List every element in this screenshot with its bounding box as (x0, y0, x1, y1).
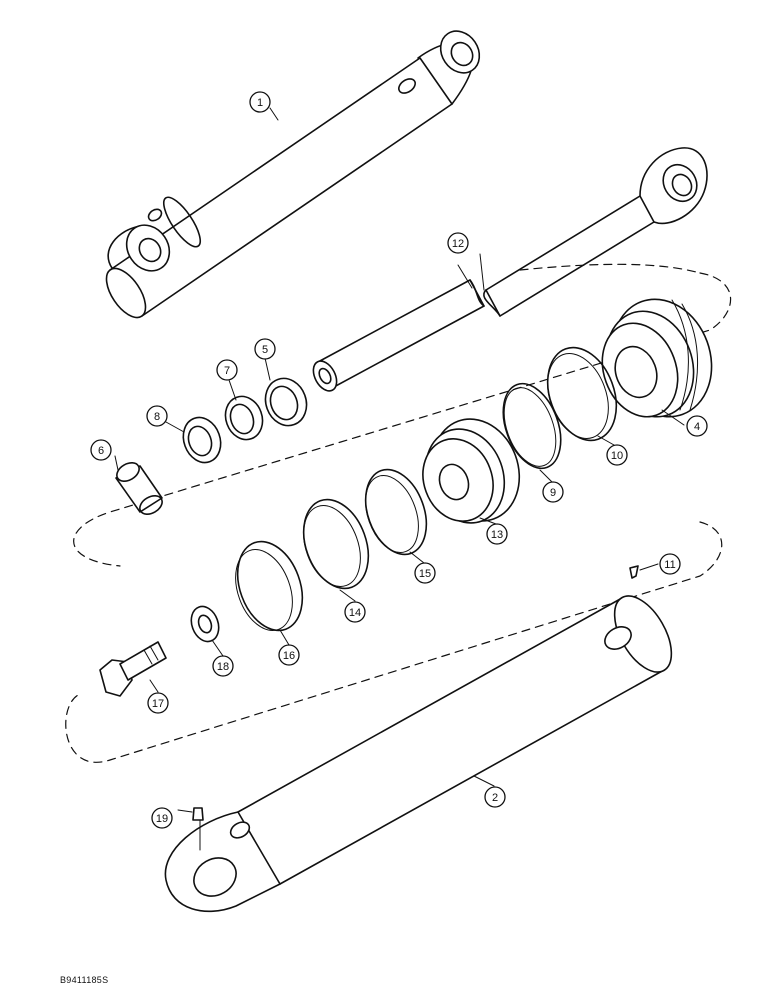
svg-text:16: 16 (283, 650, 295, 662)
bleeder-screw-11 (629, 565, 639, 579)
bushing-6 (115, 462, 163, 515)
washer-18 (190, 605, 220, 643)
dashed-bracket-upper (73, 272, 732, 567)
svg-text:18: 18 (217, 661, 229, 673)
callout-5: 5 (254, 338, 276, 360)
piston-rod (312, 147, 708, 392)
svg-text:9: 9 (550, 487, 556, 499)
svg-text:15: 15 (419, 568, 431, 580)
callout-11: 11 (659, 553, 681, 575)
callout-16: 16 (278, 644, 300, 666)
callout-18: 18 (212, 655, 234, 677)
svg-text:14: 14 (349, 607, 361, 619)
callouts: 1 12 5 7 8 6 4 10 9 13 15 11 14 16 18 17… (90, 91, 708, 829)
svg-text:5: 5 (262, 344, 268, 356)
callout-2: 2 (484, 786, 506, 808)
cylinder-gland (601, 298, 713, 418)
assembled-cylinder (105, 30, 481, 319)
svg-text:6: 6 (98, 445, 104, 457)
callout-1: 1 (249, 91, 271, 113)
callout-12: 12 (447, 232, 469, 254)
svg-text:17: 17 (152, 698, 164, 710)
callout-10: 10 (606, 444, 628, 466)
wear-ring-16 (236, 540, 304, 632)
svg-text:13: 13 (491, 529, 503, 541)
cylinder-barrel (164, 595, 673, 913)
rod-seal-7 (224, 395, 264, 441)
svg-text:4: 4 (694, 421, 700, 433)
callout-4: 4 (686, 415, 708, 437)
callout-9: 9 (542, 481, 564, 503)
grease-fitting-19 (192, 807, 204, 821)
callout-14: 14 (344, 601, 366, 623)
callout-17: 17 (147, 692, 169, 714)
svg-text:12: 12 (452, 238, 464, 250)
bolt-17 (99, 641, 167, 697)
svg-text:1: 1 (257, 97, 263, 109)
svg-text:7: 7 (224, 365, 230, 377)
callout-8: 8 (146, 405, 168, 427)
callout-7: 7 (216, 359, 238, 381)
callout-13: 13 (486, 523, 508, 545)
svg-text:19: 19 (156, 813, 168, 825)
callout-6: 6 (90, 439, 112, 461)
callout-19: 19 (151, 807, 173, 829)
leader-lines (114, 107, 685, 813)
callout-15: 15 (414, 562, 436, 584)
svg-text:8: 8 (154, 411, 160, 423)
piston (422, 418, 521, 524)
backup-ring-8 (182, 416, 222, 464)
dashed-bracket-lower (65, 521, 723, 763)
drawing-code: B9411185S (60, 975, 109, 985)
svg-text:11: 11 (664, 559, 675, 571)
svg-text:2: 2 (492, 792, 498, 804)
o-ring-9 (502, 382, 562, 470)
dashed-bracket-right-top (519, 263, 701, 274)
wiper-5 (264, 377, 308, 427)
svg-text:10: 10 (611, 450, 623, 462)
